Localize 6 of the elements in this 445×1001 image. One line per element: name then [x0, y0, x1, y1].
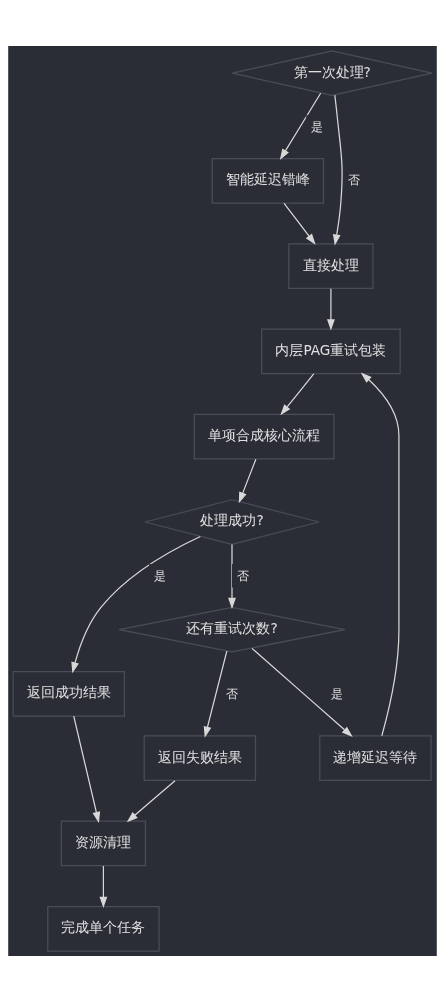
edge-label: 是	[154, 568, 167, 583]
edge-label: 否	[236, 568, 249, 583]
edge-label: 是	[311, 119, 324, 134]
edge-label: 否	[225, 686, 238, 701]
edge-label: 否	[348, 172, 361, 187]
edge-label: 是	[330, 686, 343, 701]
